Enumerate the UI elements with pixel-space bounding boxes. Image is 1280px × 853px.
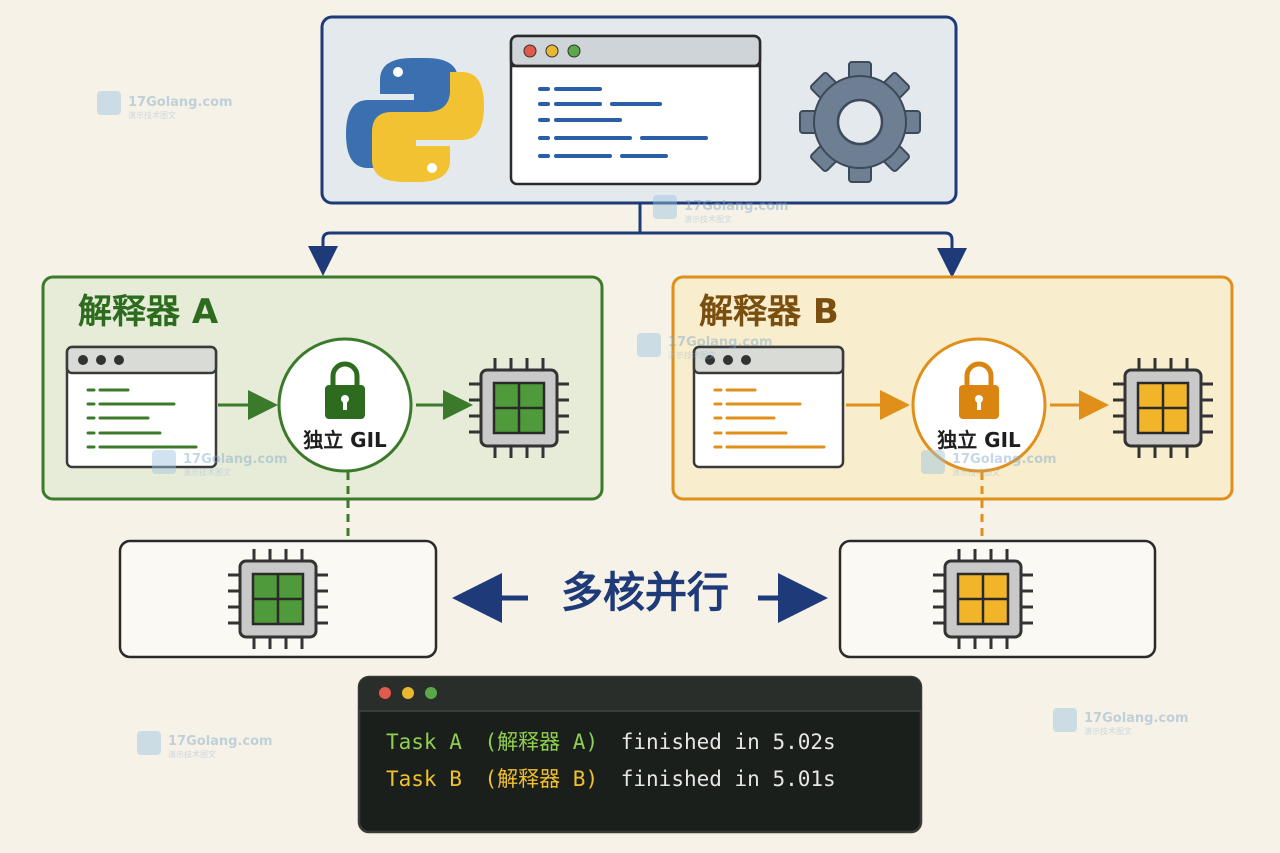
watermark-brand: 17Golang.com [668,335,773,350]
interpreter-b-box: 解释器 B 独立 GIL [671,275,1234,501]
watermark: 17Golang.com 演示技术图文 [653,195,789,224]
terminal-task-b: Task B [386,767,462,791]
interpreter-a-title: 解释器 A [78,292,219,332]
terminal-window: Task A (解释器 A) finished in 5.02s Task B … [357,675,923,834]
gear-icon [799,61,921,183]
interpreter-a-code-window [65,345,218,469]
watermark-brand: 17Golang.com [684,199,789,214]
interpreter-b-title: 解释器 B [699,292,839,332]
watermark-sub: 演示技术图文 [684,214,732,224]
cpu-chip-icon [1113,358,1213,458]
watermark-sub: 演示技术图文 [183,467,231,477]
watermarks: 17Golang.com 演示技术图文 17Golang.com 演示技术图文 … [97,91,1189,759]
core-box-a [118,539,438,659]
terminal-interp-b: (解释器 B) [485,767,599,791]
watermark: 17Golang.com 演示技术图文 [97,91,233,120]
fork-connector [308,203,967,278]
python-logo-icon [346,58,484,182]
multicore-parallel-label: 多核并行 [561,568,729,617]
gil-lock-b: 独立 GIL [911,337,1047,473]
terminal-result-b: finished in 5.01s [621,767,836,791]
terminal-line-1: Task A (解释器 A) finished in 5.02s [386,730,836,754]
gil-label-a: 独立 GIL [303,428,387,452]
watermark-brand: 17Golang.com [128,95,233,110]
code-window [509,34,762,186]
watermark-brand: 17Golang.com [168,734,273,749]
multicore-parallel-label-group: 多核并行 [452,568,828,623]
interpreter-b-code-window [692,345,845,469]
gil-lock-a: 独立 GIL [277,337,413,473]
watermark-brand: 17Golang.com [952,452,1057,467]
gil-label-b: 独立 GIL [937,428,1021,452]
python-process-box [320,15,958,205]
watermark: 17Golang.com 演示技术图文 [921,450,1057,477]
terminal-result-a: finished in 5.02s [621,730,836,754]
watermark-sub: 演示技术图文 [1084,726,1132,736]
lock-icon [959,361,999,419]
watermark-sub: 演示技术图文 [128,110,176,120]
watermark-brand: 17Golang.com [1084,711,1189,726]
cpu-chip-icon [228,549,328,649]
terminal-interp-a: (解释器 A) [485,730,599,754]
watermark-sub: 演示技术图文 [952,467,1000,477]
watermark: 17Golang.com 演示技术图文 [137,731,273,759]
interpreter-a-box: 解释器 A 独立 GIL [41,275,604,501]
cpu-chip-icon [469,358,569,458]
watermark-sub: 演示技术图文 [168,749,216,759]
terminal-task-a: Task A [386,730,462,754]
lock-icon [325,361,365,419]
watermark-sub: 演示技术图文 [668,350,716,360]
watermark: 17Golang.com 演示技术图文 [1053,708,1189,736]
watermark: 17Golang.com 演示技术图文 [152,450,288,477]
watermark-brand: 17Golang.com [183,452,288,467]
watermark: 17Golang.com 演示技术图文 [637,333,773,360]
core-box-b [838,539,1157,659]
terminal-line-2: Task B (解释器 B) finished in 5.01s [386,767,836,791]
cpu-chip-icon [933,549,1033,649]
